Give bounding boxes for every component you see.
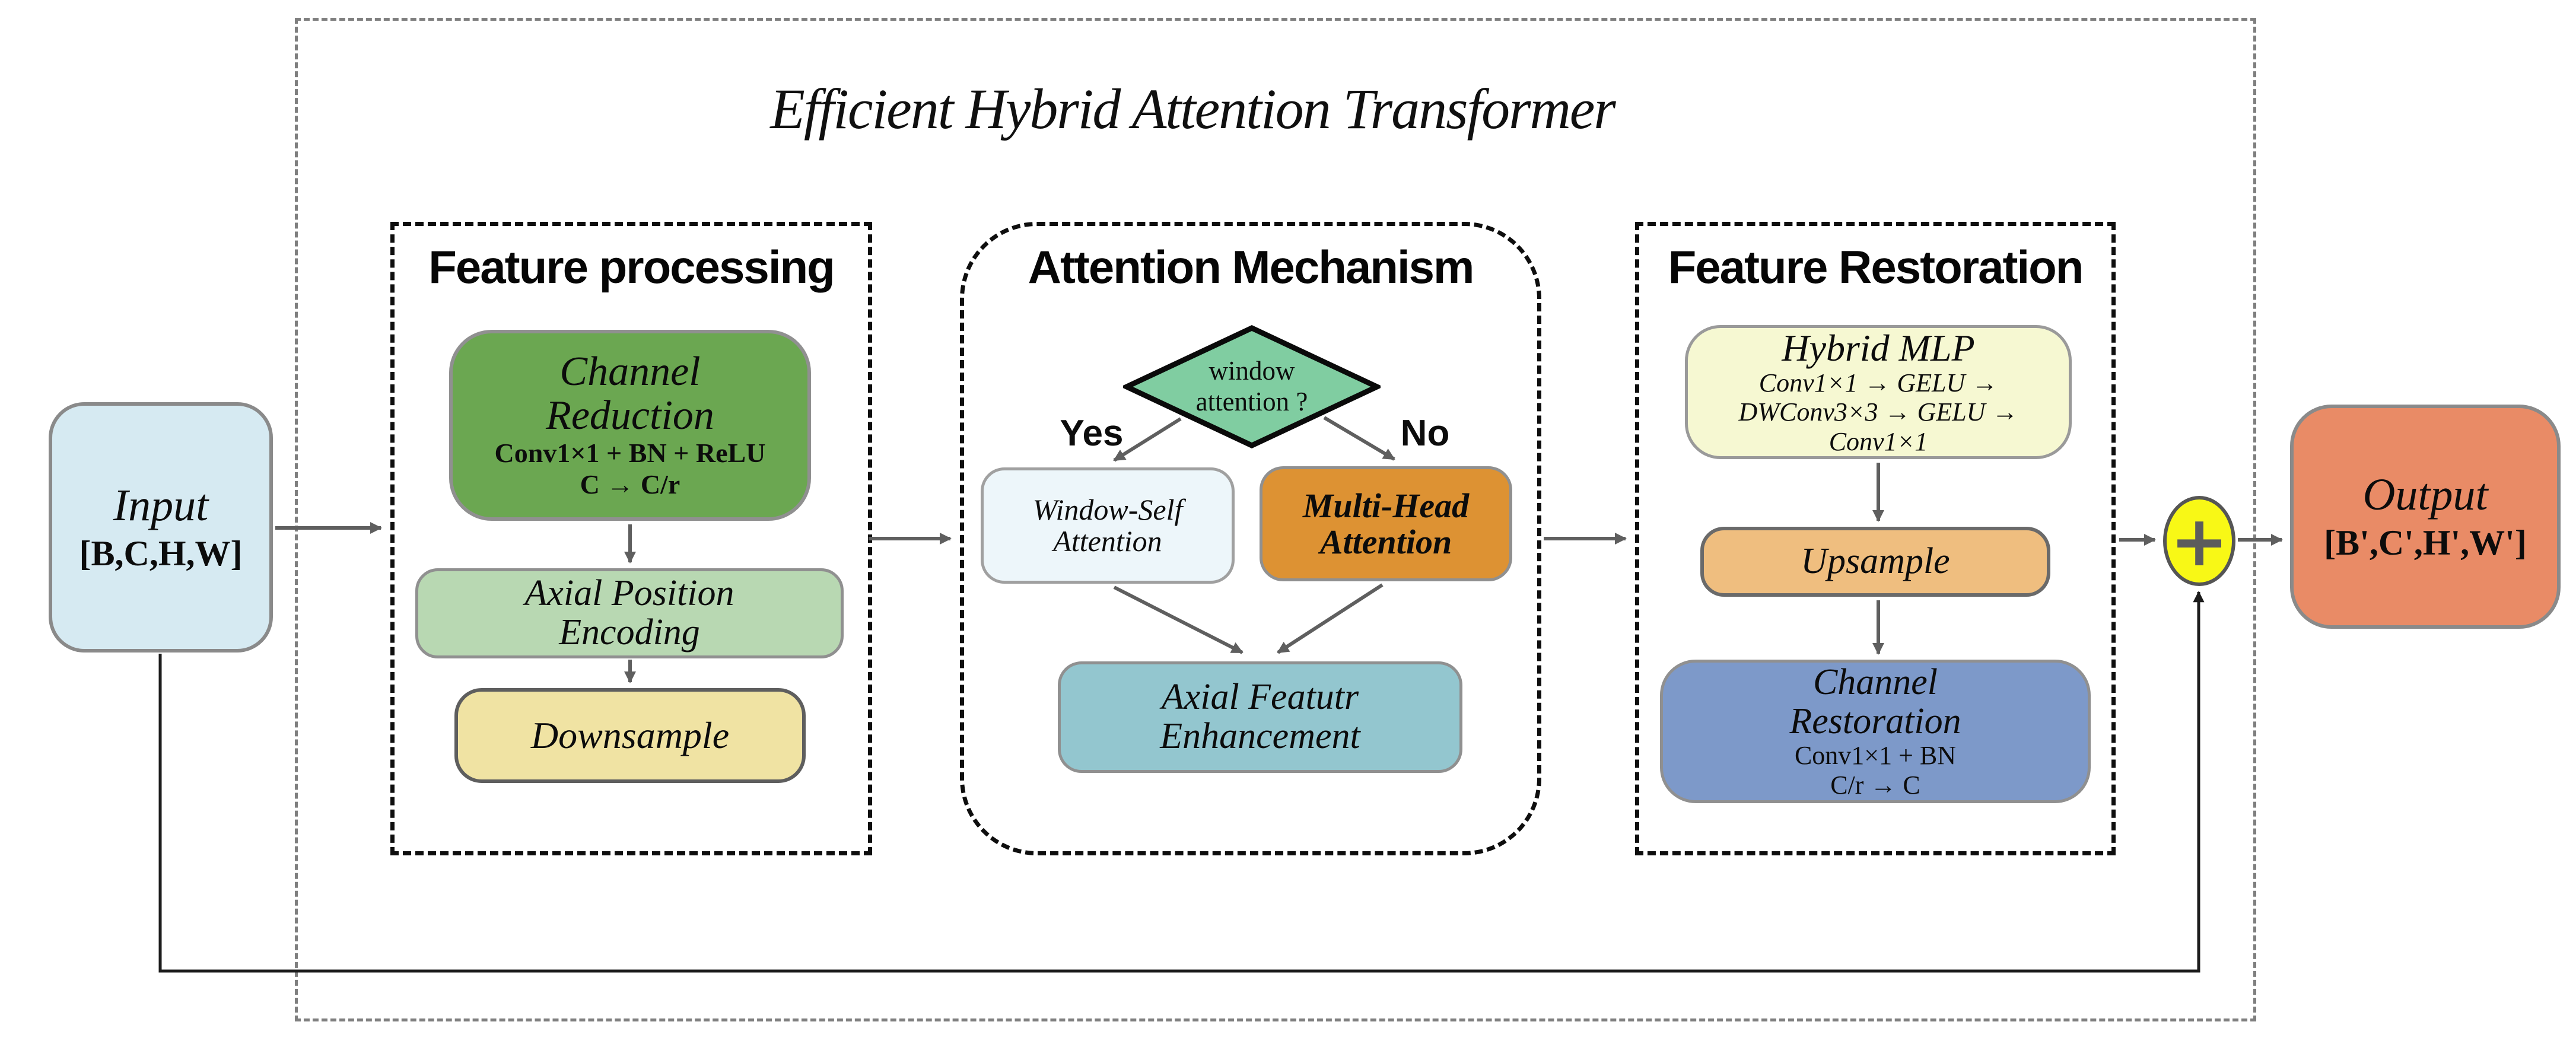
window-self-attention-box: Window-Self Attention — [981, 467, 1235, 584]
hybrid-mlp-detail3: Conv1×1 — [1828, 426, 1928, 456]
no-branch-label: No — [1400, 413, 1450, 454]
window-attention-decision-diamond: window attention ? — [1123, 325, 1381, 448]
hybrid-mlp-detail2: DWConv3×3 → GELU → — [1738, 397, 2018, 427]
multi-head-attention-box: Multi-Head Attention — [1260, 466, 1512, 581]
plus-icon: + — [2170, 499, 2229, 582]
channel-reduction-box: Channel Reduction Conv1×1 + BN + ReLU C … — [449, 330, 811, 521]
hybrid-mlp-box: Hybrid MLP Conv1×1 → GELU → DWConv3×3 → … — [1685, 325, 2072, 459]
afe-line2: Enhancement — [1160, 716, 1360, 756]
axial-feature-enhancement-box: Axial Featutr Enhancement — [1058, 661, 1462, 773]
channel-restoration-detail2: C/r → C — [1830, 770, 1920, 800]
hybrid-mlp-title: Hybrid MLP — [1782, 327, 1975, 370]
feature-restoration-label: Feature Restoration — [1668, 241, 2084, 293]
channel-restoration-box: Channel Restoration Conv1×1 + BN C/r → C — [1660, 660, 2091, 803]
channel-restoration-line2: Restoration — [1789, 701, 1961, 741]
input-label: Input — [113, 480, 209, 530]
channel-reduction-detail1: Conv1×1 + BN + ReLU — [494, 438, 766, 469]
attention-mechanism-section: Attention Mechanism window attention ? Y… — [960, 222, 1541, 855]
yes-branch-label: Yes — [1060, 413, 1124, 454]
attention-mechanism-label: Attention Mechanism — [1028, 241, 1475, 293]
channel-reduction-line1: Channel — [559, 348, 701, 394]
channel-restoration-detail1: Conv1×1 + BN — [1794, 741, 1957, 771]
axial-position-line1: Axial Position — [524, 573, 734, 614]
diagram-title: Efficient Hybrid Attention Transformer — [770, 77, 1616, 141]
downsample-box: Downsample — [454, 688, 806, 783]
feature-processing-label: Feature processing — [428, 241, 835, 293]
wsa-line1: Window-Self — [1032, 493, 1183, 526]
channel-reduction-line2: Reduction — [546, 393, 714, 439]
output-label: Output — [2362, 469, 2488, 520]
diamond-shape-icon — [1123, 325, 1381, 448]
output-box: Output [B',C',H',W'] — [2290, 405, 2561, 629]
residual-add-node: + — [2163, 496, 2235, 586]
downsample-label: Downsample — [530, 714, 730, 757]
feature-restoration-section: Feature Restoration Hybrid MLP Conv1×1 →… — [1635, 222, 2116, 855]
output-shape: [B',C',H',W'] — [2324, 523, 2527, 563]
decision-line2: attention ? — [1195, 387, 1308, 416]
wsa-line2: Attention — [1053, 524, 1162, 558]
mha-line2: Attention — [1319, 523, 1452, 561]
input-box: Input [B,C,H,W] — [49, 402, 273, 652]
input-shape: [B,C,H,W] — [79, 534, 243, 574]
hybrid-mlp-detail1: Conv1×1 → GELU → — [1758, 368, 1998, 398]
channel-restoration-line1: Channel — [1812, 662, 1938, 703]
channel-reduction-detail2: C → C/r — [580, 469, 680, 500]
axial-position-encoding-box: Axial Position Encoding — [415, 568, 844, 658]
mha-line1: Multi-Head — [1302, 486, 1470, 525]
afe-line1: Axial Featutr — [1161, 677, 1359, 718]
feature-processing-section: Feature processing Channel Reduction Con… — [390, 222, 872, 855]
transformer-outer-frame — [295, 18, 2256, 1021]
decision-line1: window — [1209, 356, 1295, 386]
upsample-label: Upsample — [1801, 541, 1950, 582]
axial-position-line2: Encoding — [559, 612, 700, 652]
upsample-box: Upsample — [1700, 527, 2050, 597]
